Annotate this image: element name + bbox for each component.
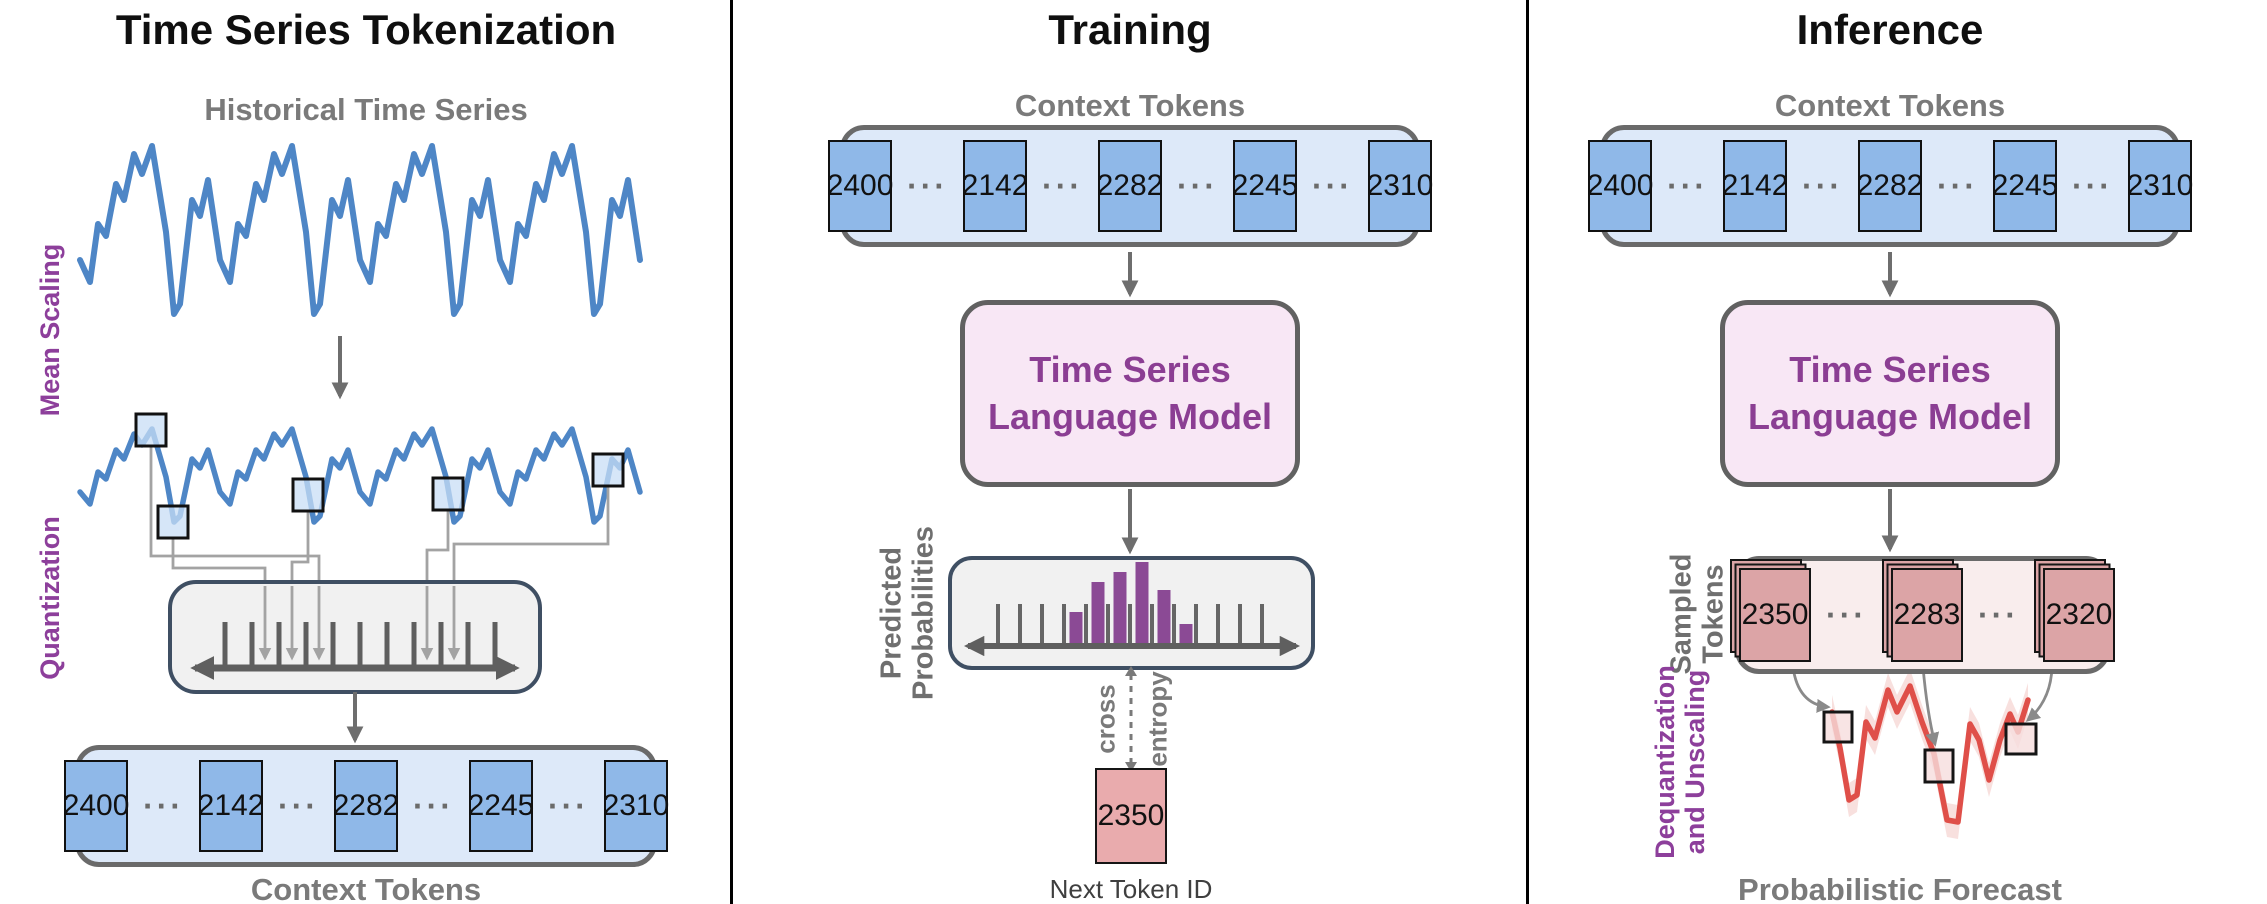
mean-scaling-label: Mean Scaling [34,243,65,417]
sampled-tokens-label: Sampled Tokens [1665,553,1730,675]
context-token: 2142 [198,760,264,852]
ts-language-model-box-inference: Time Series Language Model [1720,300,2060,487]
ellipsis: ··· [547,787,589,824]
model-label-line2: Language Model [987,395,1272,437]
context-token: 2310 [1367,140,1433,232]
ellipsis: ··· [1177,167,1218,204]
context-token: 2282 [1857,140,1923,232]
ellipsis: ··· [907,167,949,204]
sampled-tokens-container: 2350 ··· 2283 ··· 2320 [1730,556,2115,674]
context-token: 2400 [827,140,893,232]
context-tokens-label-inference: Context Tokens [1774,88,2006,123]
context-token: 2142 [962,140,1028,232]
predicted-probabilities-label: Predicted Probabilities [875,525,940,701]
context-token: 2282 [1097,140,1163,232]
ts-language-model-box-training: Time Series Language Model [960,300,1300,487]
context-token: 2245 [468,760,534,852]
cross-label: cross [1090,684,1121,754]
ellipsis: ··· [1826,596,1867,633]
context-token: 2310 [603,760,669,852]
ellipsis: ··· [1978,596,2019,633]
quantization-label: Quantization [34,516,65,680]
sampled-token: 2320 [2033,559,2115,662]
panel-divider-right [1526,0,1529,904]
context-token: 2142 [1722,140,1788,232]
panel-divider-left [730,0,733,904]
ellipsis: ··· [413,787,454,824]
ellipsis: ··· [1042,167,1083,204]
sampled-token: 2350 [1730,559,1812,662]
dequantization-label: Dequantization and Unscaling [1649,665,1710,859]
probabilistic-forecast-label: Probabilistic Forecast [1738,872,2062,904]
context-tokens-container-training: 2400 ··· 2142 ··· 2282 ··· 2245 ··· 2310 [827,125,1433,247]
context-token: 2310 [2127,140,2193,232]
panel-title-tokenization: Time Series Tokenization [115,6,617,53]
context-token: 2245 [1232,140,1298,232]
context-tokens-label-training: Context Tokens [1014,88,1246,123]
panel-title-inference: Inference [1796,6,1984,53]
ellipsis: ··· [278,787,319,824]
ellipsis: ··· [143,787,185,824]
sampled-token: 2283 [1882,559,1963,662]
context-tokens-container-inference: 2400 ··· 2142 ··· 2282 ··· 2245 ··· 2310 [1587,125,2193,247]
context-token: 2245 [1992,140,2058,232]
model-label-line2: Language Model [1747,395,2032,437]
model-label-line1: Time Series [1029,348,1231,390]
ellipsis: ··· [1937,167,1978,204]
context-token: 2282 [333,760,399,852]
entropy-label: entropy [1142,671,1173,767]
ellipsis: ··· [1667,167,1709,204]
historical-series-label: Historical Time Series [204,92,528,127]
ellipsis: ··· [1311,167,1353,204]
ellipsis: ··· [2071,167,2113,204]
next-token-box: 2350 [1095,768,1167,864]
panel-title-training: Training [1048,6,1212,53]
next-token-id-label: Next Token ID [1049,874,1213,904]
context-token: 2400 [63,760,129,852]
model-label-line1: Time Series [1789,348,1991,390]
ellipsis: ··· [1802,167,1843,204]
context-token: 2400 [1587,140,1653,232]
context-tokens-container-tokenization: 2400 ··· 2142 ··· 2282 ··· 2245 ··· 2310 [63,745,669,867]
context-tokens-label-tokenization: Context Tokens [250,872,482,904]
